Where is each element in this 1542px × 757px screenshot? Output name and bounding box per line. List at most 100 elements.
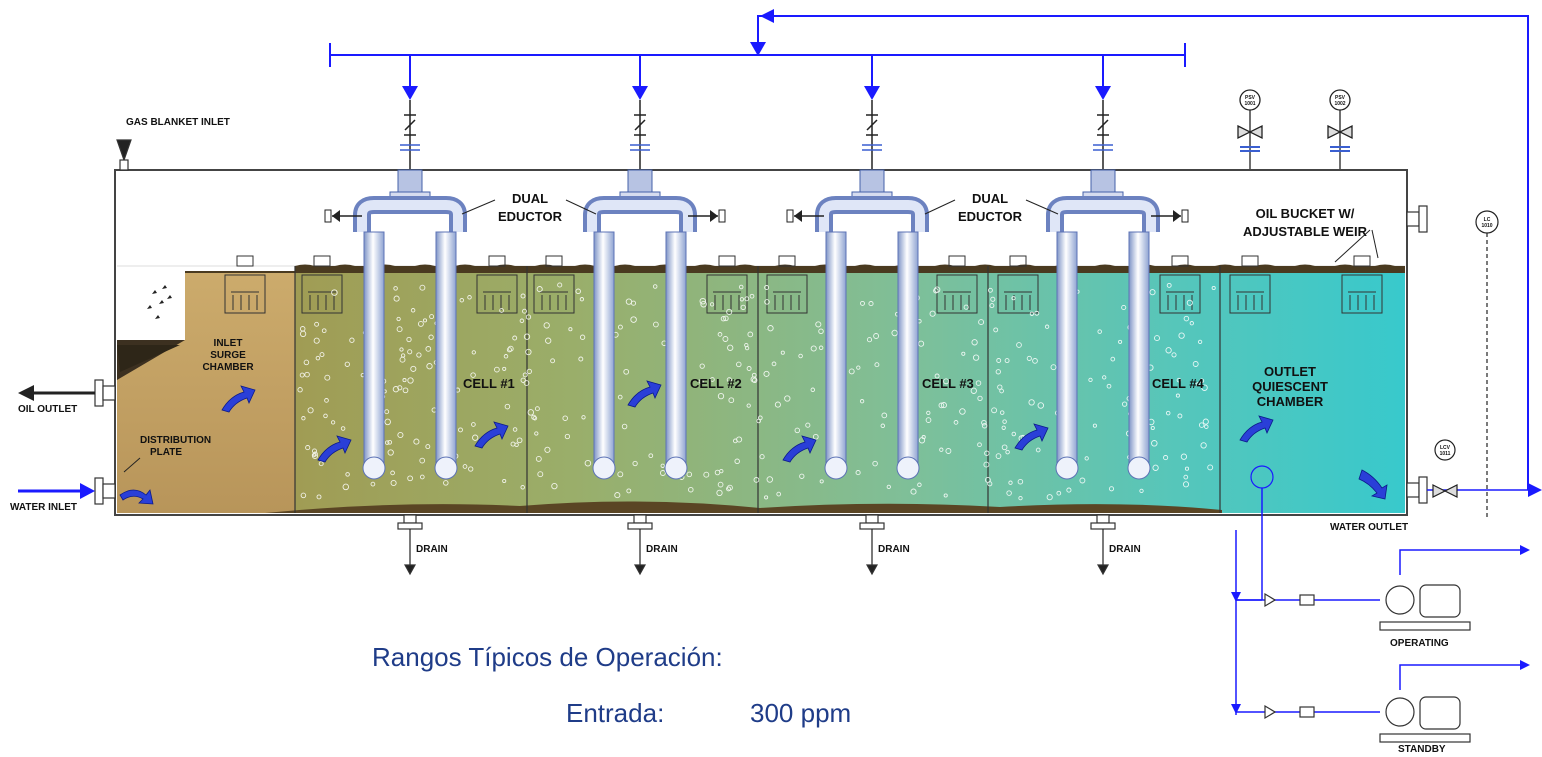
process-arrows	[18, 385, 141, 499]
air-bubble	[1066, 487, 1072, 493]
air-bubble	[996, 358, 1002, 363]
air-bubble	[700, 300, 707, 308]
air-bubble	[299, 372, 305, 378]
air-bubble	[1171, 352, 1177, 358]
inlet-surge-chamber	[117, 272, 295, 513]
air-bubble	[1102, 375, 1107, 380]
air-bubble	[300, 492, 307, 499]
air-bubble	[342, 483, 350, 491]
air-bubble	[523, 333, 531, 340]
air-bubble	[810, 345, 817, 352]
air-bubble	[874, 362, 880, 368]
air-bubble	[299, 330, 307, 338]
air-bubble	[630, 300, 637, 306]
air-bubble	[1166, 282, 1172, 288]
air-bubble	[512, 335, 518, 341]
air-bubble	[886, 484, 891, 490]
air-bubble	[315, 355, 321, 361]
air-bubble	[1001, 425, 1006, 430]
air-bubble	[872, 460, 878, 467]
air-bubble	[499, 308, 504, 313]
dual-eductor-label-b-1: DUAL	[972, 191, 1008, 206]
air-bubble	[995, 369, 1001, 375]
air-bubble	[1183, 315, 1190, 322]
air-bubble	[506, 347, 512, 353]
air-bubble	[780, 350, 785, 355]
air-bubble	[1195, 382, 1200, 387]
air-bubble	[764, 495, 769, 500]
air-bubble	[1182, 481, 1190, 488]
air-bubble	[975, 380, 982, 386]
air-bubble	[910, 488, 917, 495]
air-bubble	[313, 337, 320, 344]
air-bubble	[722, 336, 729, 342]
air-bubble	[330, 420, 336, 425]
air-bubble	[1088, 377, 1093, 383]
drain-label-1: DRAIN	[416, 544, 448, 555]
air-bubble	[959, 408, 966, 415]
air-bubble	[614, 492, 621, 499]
air-bubble	[989, 303, 995, 309]
air-bubble	[470, 372, 476, 378]
air-bubble	[1001, 444, 1008, 451]
air-bubble	[1121, 304, 1127, 311]
air-bubble	[324, 374, 331, 381]
air-bubble	[866, 337, 873, 343]
air-bubble	[1139, 488, 1144, 494]
air-bubble	[764, 299, 770, 305]
air-bubble	[443, 480, 449, 486]
air-bubble	[977, 442, 982, 448]
air-bubble	[297, 387, 303, 393]
recycle-arrows	[402, 9, 1542, 497]
air-bubble	[744, 296, 750, 302]
pumps	[1264, 584, 1471, 743]
air-bubble	[1017, 478, 1024, 485]
air-bubble	[943, 493, 948, 498]
cell-dividers	[294, 266, 1221, 513]
air-bubble	[1002, 419, 1007, 424]
air-bubble	[413, 438, 420, 445]
air-bubble	[525, 348, 532, 356]
air-bubble	[1175, 393, 1180, 398]
air-bubble	[746, 366, 752, 371]
air-bubble	[321, 328, 327, 334]
oil-bucket-label-2: ADJUSTABLE WEIR	[1243, 224, 1368, 239]
air-bubble	[407, 349, 413, 355]
air-bubble	[720, 316, 727, 322]
air-bubble	[1032, 358, 1038, 364]
cell-1-label: CELL #1	[463, 376, 515, 391]
air-bubble	[991, 407, 998, 414]
air-bubble	[387, 439, 393, 445]
air-bubble	[1150, 425, 1155, 431]
air-bubble	[510, 441, 516, 447]
air-bubble	[1118, 339, 1123, 344]
air-bubble	[686, 471, 693, 478]
oil-outlet-label: OIL OUTLET	[18, 404, 77, 415]
air-bubble	[472, 434, 479, 441]
air-bubble	[527, 409, 535, 416]
water-outlet-label: WATER OUTLET	[1330, 522, 1408, 533]
air-bubble	[393, 286, 398, 291]
air-bubble	[557, 282, 563, 288]
air-bubble	[384, 409, 390, 415]
air-bubble	[984, 476, 991, 483]
air-bubble	[304, 371, 310, 378]
air-bubble	[316, 494, 322, 500]
air-bubble	[805, 422, 811, 428]
air-bubble	[323, 413, 328, 419]
air-bubble	[349, 337, 355, 343]
outlet-chamber-label-2: QUIESCENT	[1252, 379, 1328, 394]
air-bubble	[345, 472, 350, 477]
air-bubble	[934, 373, 940, 379]
air-bubble	[855, 470, 861, 476]
air-bubble	[978, 319, 985, 326]
air-bubble	[1180, 453, 1188, 460]
air-bubble	[709, 302, 715, 307]
air-bubble	[938, 402, 945, 409]
air-bubble	[1097, 329, 1102, 334]
bottom-sludge	[265, 501, 1222, 513]
air-bubble	[407, 475, 413, 482]
air-bubble	[545, 337, 552, 344]
lcv-tag-1: LCV	[1440, 445, 1451, 451]
air-bubble	[617, 324, 623, 330]
